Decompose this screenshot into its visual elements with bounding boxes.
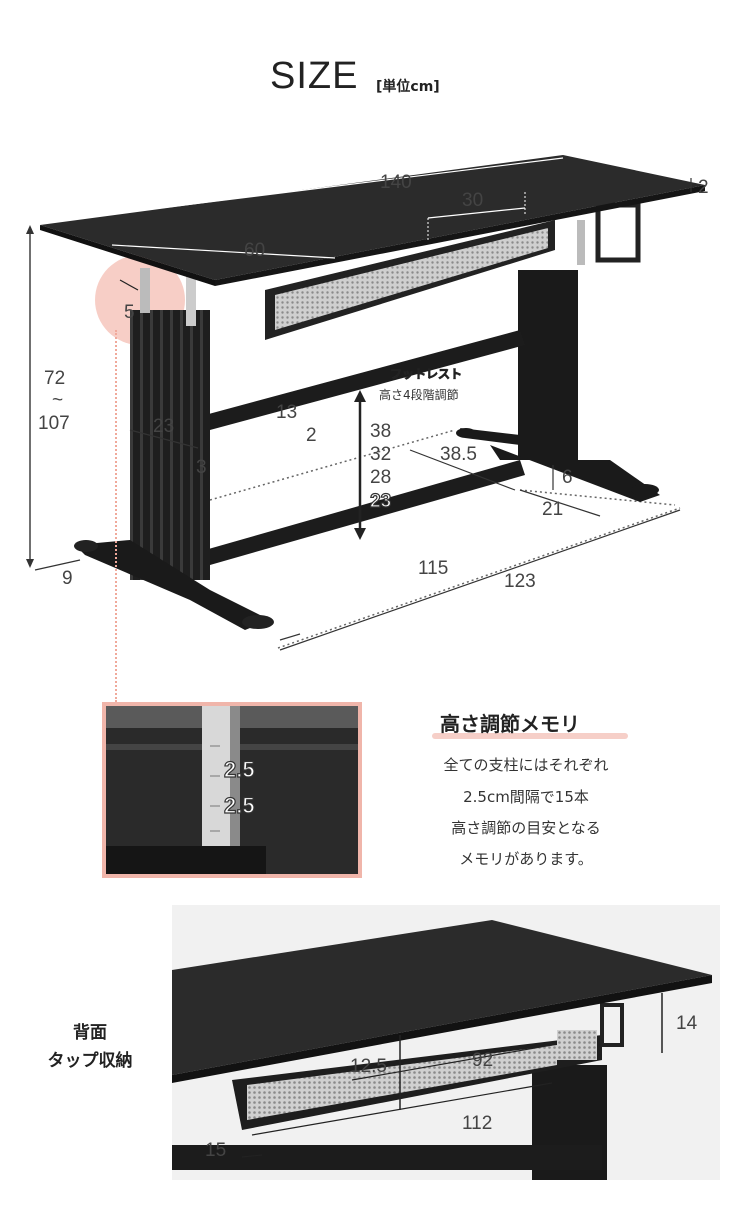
dim-depth: 60 <box>244 240 266 261</box>
footrest-height-32: 32 <box>370 444 392 465</box>
dim-rail-2: 2 <box>306 425 317 446</box>
memori-title-underline <box>432 733 628 739</box>
dim-height-max: 107 <box>38 413 70 434</box>
dim-foot-height: 6 <box>562 467 573 488</box>
back-dim-15: 15 <box>205 1140 227 1161</box>
dim-thickness: 2 <box>698 177 709 198</box>
memori-photo-art <box>106 706 358 874</box>
dim-foot-depth: 38.5 <box>440 444 477 465</box>
dim-top-width: 140 <box>380 172 412 193</box>
dim-leg-width: 23 <box>153 416 175 437</box>
connector-dotted-line <box>115 330 117 702</box>
back-dim-112: 112 <box>462 1113 493 1134</box>
memori-photo <box>102 702 362 878</box>
back-dim-14: 14 <box>676 1013 698 1034</box>
footrest-label: フットレスト <box>390 367 463 382</box>
back-dim-92: 92 <box>472 1050 494 1071</box>
footrest-sub-label: 高さ4段階調節 <box>379 388 459 402</box>
page-title: SIZE <box>270 55 359 97</box>
dim-inner-width: 115 <box>418 558 449 579</box>
dim-foot-21: 21 <box>542 499 564 520</box>
dim-height-tilde: ~ <box>52 390 64 411</box>
dim-foot-9: 9 <box>62 568 73 589</box>
back-label-line-2: タップ収納 <box>47 1051 133 1071</box>
memori-title: 高さ調節メモリ <box>440 712 580 736</box>
back-dim-12-5: 12.5 <box>350 1056 387 1077</box>
back-photo-art <box>172 905 720 1180</box>
footrest-height-23: 23 <box>369 490 392 512</box>
dim-height-min: 72 <box>44 368 66 389</box>
dim-outer-width: 123 <box>504 571 536 592</box>
memori-scale-2: 2.5 <box>223 792 255 818</box>
unit-label: [単位cm] <box>376 79 440 95</box>
back-label-line-1: 背面 <box>73 1023 107 1043</box>
dim-leg-gap: 3 <box>196 457 207 478</box>
dim-rail-13: 13 <box>276 402 298 423</box>
footrest-height-28: 28 <box>370 467 392 488</box>
dim-hook: 5 <box>124 302 135 323</box>
desk-illustration <box>26 155 705 651</box>
memori-line-4: メモリがあります。 <box>459 850 593 868</box>
memori-line-2: 2.5cm間隔で15本 <box>463 788 589 806</box>
footrest-height-38: 38 <box>370 421 392 442</box>
dim-tap-width: 30 <box>462 190 484 211</box>
memori-scale-1: 2.5 <box>223 756 255 782</box>
back-photo <box>172 905 720 1180</box>
memori-line-3: 高さ調節の目安となる <box>451 819 601 837</box>
memori-line-1: 全ての支柱にはそれぞれ <box>443 756 609 774</box>
